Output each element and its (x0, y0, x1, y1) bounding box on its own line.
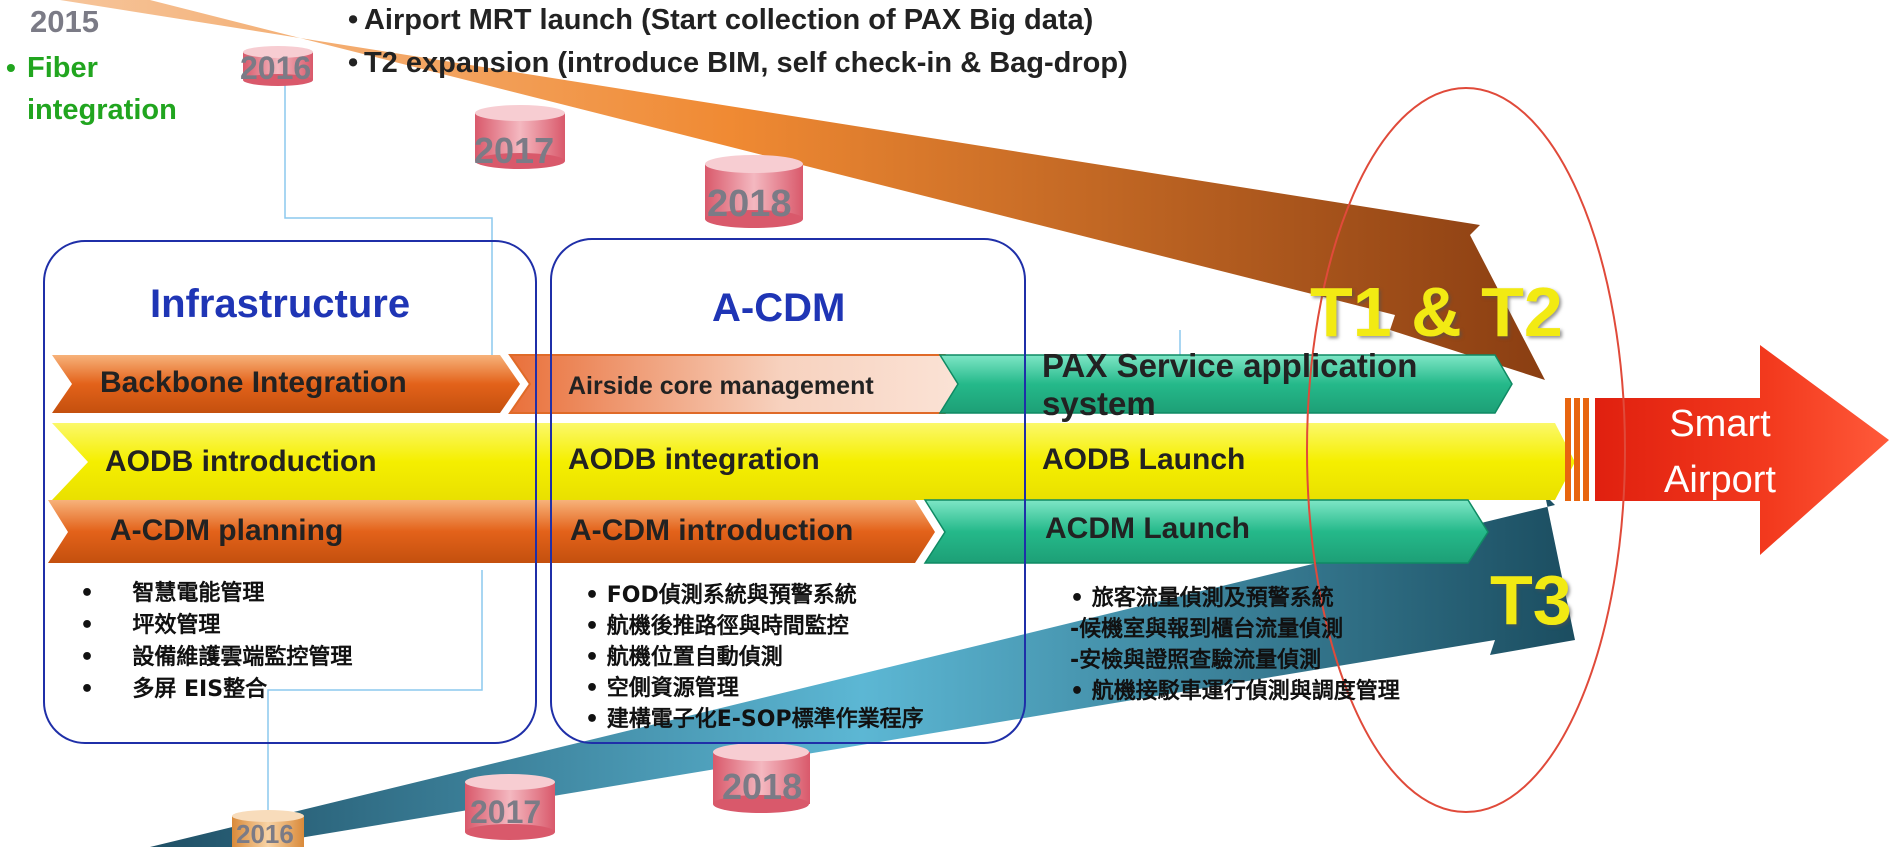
fiber-bullet: • (6, 52, 16, 83)
row1-seg3-chevron (938, 354, 1513, 414)
list-item: • 建構電子化E-SOP標準作業程序 (585, 707, 924, 732)
milestone-text: Airport MRT launch (Start collection of … (363, 4, 1094, 36)
bullet-text: 航機位置自動偵測 (606, 645, 783, 670)
list-item: • FOD偵測系統與預警系統 (585, 583, 857, 608)
list-item: -安檢與證照查驗流量偵測 (1070, 648, 1322, 673)
row3-label-acdm-intro: A-CDM introduction (570, 514, 854, 547)
row1-label-backbone: Backbone Integration (100, 366, 407, 399)
bottom-timeline-arrow (150, 495, 1575, 847)
terminal-t3-label: T3 (1490, 561, 1572, 639)
row3-label-acdm-launch: ACDM Launch (1045, 512, 1250, 545)
smart-airport-label: Smart Airport (1640, 396, 1800, 508)
row1-label-pax: PAX Service application (1042, 347, 1418, 384)
row2-seg1-chevron (52, 423, 970, 500)
row2-label-aodb-launch: AODB Launch (1042, 443, 1246, 476)
year-2015: 2015 (30, 4, 99, 39)
row3-seg2-chevron (923, 499, 1489, 564)
bullet-text: 設備維護雲端監控管理 (132, 645, 353, 670)
bullet-text: 航機後推路徑與時間監控 (606, 614, 849, 639)
list-item: • 設備維護雲端監控管理 (80, 645, 353, 670)
list-item: • 航機位置自動偵測 (585, 645, 783, 670)
row2-label-aodb-intro: AODB introduction (105, 445, 377, 478)
bullet-text: 空側資源管理 (606, 676, 739, 701)
bullet-text: 多屏 EIS整合 (132, 677, 268, 702)
cylinder-icon (475, 105, 565, 169)
cylinder-icon (713, 743, 810, 813)
acdm-title: A-CDM (712, 286, 846, 330)
row3-label-acdm-planning: A-CDM planning (110, 514, 344, 547)
acdm-bullet-list: • FOD偵測系統與預警系統 • 航機後推路徑與時間監控 • 航機位置自動偵測 … (585, 580, 924, 735)
goal-line: Airport (1664, 459, 1776, 501)
bullet-text: 智慧電能管理 (132, 581, 265, 606)
year-2017-top: 2017 (474, 130, 555, 171)
year-2018-bottom: 2018 (722, 766, 803, 807)
bullet-text: 坪效管理 (132, 613, 221, 638)
top-timeline-arrow (60, 0, 1545, 380)
ellipse-highlight (1306, 87, 1626, 813)
fiber-label: Fiber (27, 52, 98, 84)
infrastructure-title: Infrastructure (150, 282, 411, 326)
list-item: • 智慧電能管理 (80, 581, 265, 606)
milestone-item: • Airport MRT launch (Start collection o… (348, 4, 1094, 36)
list-item: • 坪效管理 (80, 613, 221, 638)
row1-label-pax: system (1042, 385, 1156, 422)
infrastructure-box (43, 240, 537, 744)
year-2016-bottom: 2016 (236, 819, 294, 849)
fiber-label: integration (27, 94, 177, 126)
milestone-list: • Airport MRT launch (Start collection o… (348, 4, 1128, 80)
list-item: • 航機後推路徑與時間監控 (585, 614, 849, 639)
list-item: • 旅客流量偵測及預警系統 (1070, 586, 1334, 611)
year-2018-top: 2018 (707, 183, 792, 225)
year-2017-bottom: 2017 (470, 794, 542, 830)
cylinder-icon (232, 810, 304, 847)
list-item: • 航機接駁車運行偵測與調度管理 (1070, 679, 1400, 704)
terminal-t1-t2-label: T1 & T2 (1310, 273, 1563, 351)
milestone-text: T2 expansion (introduce BIM, self check-… (363, 47, 1128, 79)
infrastructure-bullet-list: • 智慧電能管理 • 坪效管理 • 設備維護雲端監控管理 • 多屏 EIS整合 (80, 578, 352, 706)
cylinder-icon (465, 774, 555, 840)
row1-seg1-chevron (52, 355, 520, 413)
cylinder-icon (243, 46, 313, 86)
row2-seg2-chevron (920, 423, 1575, 500)
bullet-text: FOD偵測系統與預警系統 (606, 583, 857, 608)
service-bullet-list: • 旅客流量偵測及預警系統 -候機室與報到櫃台流量偵測 -安檢與證照查驗流量偵測… (1070, 583, 1400, 707)
cylinder-icon (705, 155, 803, 228)
row2-label-aodb-integration: AODB integration (568, 443, 820, 476)
year-2016-top: 2016 (240, 50, 312, 86)
list-item: • 空側資源管理 (585, 676, 739, 701)
bullet-text: 建構電子化E-SOP標準作業程序 (606, 707, 924, 732)
list-item: -候機室與報到櫃台流量偵測 (1070, 617, 1344, 642)
row1-label-airside: Airside core management (568, 372, 874, 400)
goal-line: Smart (1669, 403, 1771, 445)
row3-seg1-chevron (48, 500, 935, 563)
milestone-item: • T2 expansion (introduce BIM, self chec… (348, 47, 1128, 79)
acdm-box (550, 238, 1026, 744)
list-item: • 多屏 EIS整合 (80, 677, 268, 702)
smart-airport-arrow (1595, 345, 1889, 555)
